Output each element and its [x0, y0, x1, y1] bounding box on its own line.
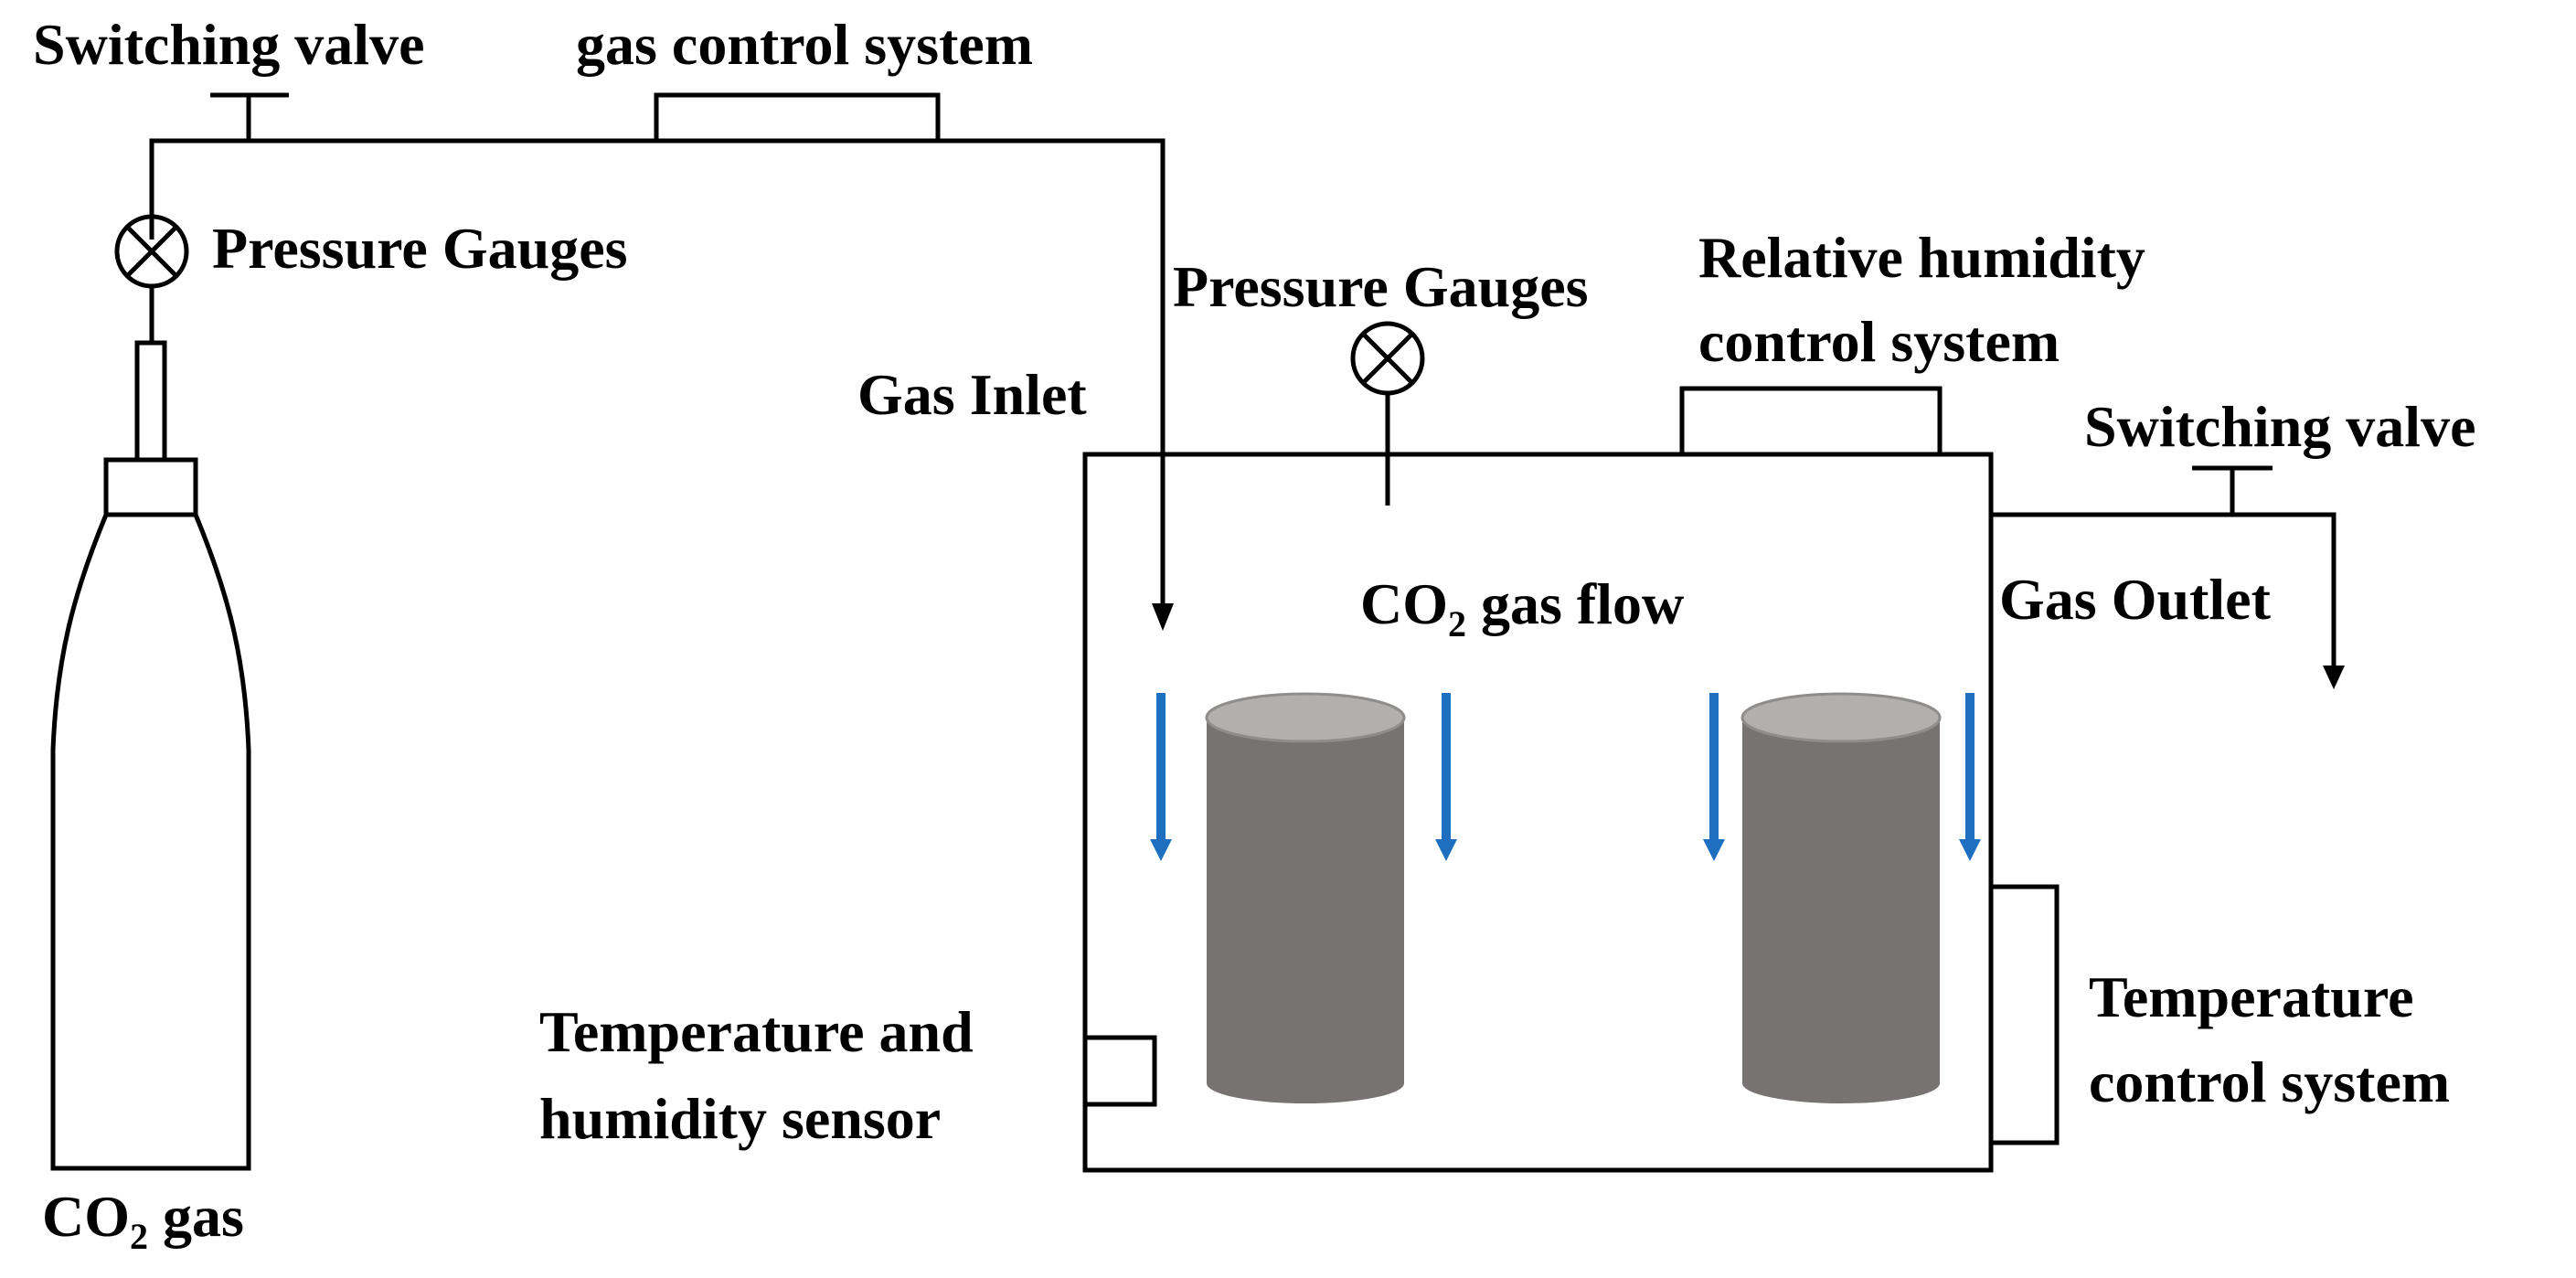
flow-arrow-icon: [1703, 693, 1725, 861]
co2-gas-flow-label: CO2 gas flow: [1360, 571, 1684, 644]
valve-icon: [2192, 465, 2273, 515]
temp-humidity-sensor-label-line1: Temperature and: [539, 999, 974, 1064]
switching-valve-outlet-label: Switching valve: [2084, 394, 2475, 459]
gas-inlet-arrowhead: [1152, 603, 1174, 631]
gas-outlet-label: Gas Outlet: [1999, 567, 2272, 632]
pressure-gauges-label: Pressure Gauges: [212, 216, 628, 281]
flow-arrow-icon: [1435, 693, 1457, 861]
relative-humidity-label-line1: Relative humidity: [1698, 225, 2145, 290]
chamber-pressure-gauges-label: Pressure Gauges: [1173, 254, 1589, 319]
flow-arrow-icon: [1150, 693, 1172, 861]
temp-humidity-sensor-label-line2: humidity sensor: [539, 1086, 941, 1151]
gas-inlet-label: Gas Inlet: [857, 362, 1087, 427]
pressure-gauge-icon: [1350, 321, 1425, 506]
valve-icon: [210, 92, 289, 141]
gas-cylinder-icon: [50, 340, 251, 1171]
gas-outlet-arrowhead: [2323, 666, 2345, 689]
specimen-cylinder-icon: [1205, 692, 1406, 1103]
temperature-control-label-line2: control system: [2089, 1049, 2450, 1114]
relative-humidity-label-line2: control system: [1698, 309, 2060, 374]
relative-humidity-control-box: [1679, 386, 1943, 454]
outlet-pipe: [1991, 512, 2345, 689]
flow-arrow-icon: [1959, 693, 1981, 861]
gas-control-system-box: [654, 92, 941, 141]
temperature-control-label-line1: Temperature: [2089, 964, 2414, 1029]
co2-gas-label: CO2 gas: [42, 1184, 244, 1257]
test-chamber: [1082, 452, 1994, 1173]
specimen-cylinder-icon: [1740, 692, 1942, 1103]
temperature-humidity-sensor-box: [1085, 1035, 1157, 1107]
gas-control-system-label: gas control system: [576, 12, 1033, 77]
switching-valve-label: Switching valve: [33, 12, 424, 77]
pressure-gauge-icon: [114, 214, 189, 343]
temperature-control-system-box: [1991, 884, 2060, 1145]
